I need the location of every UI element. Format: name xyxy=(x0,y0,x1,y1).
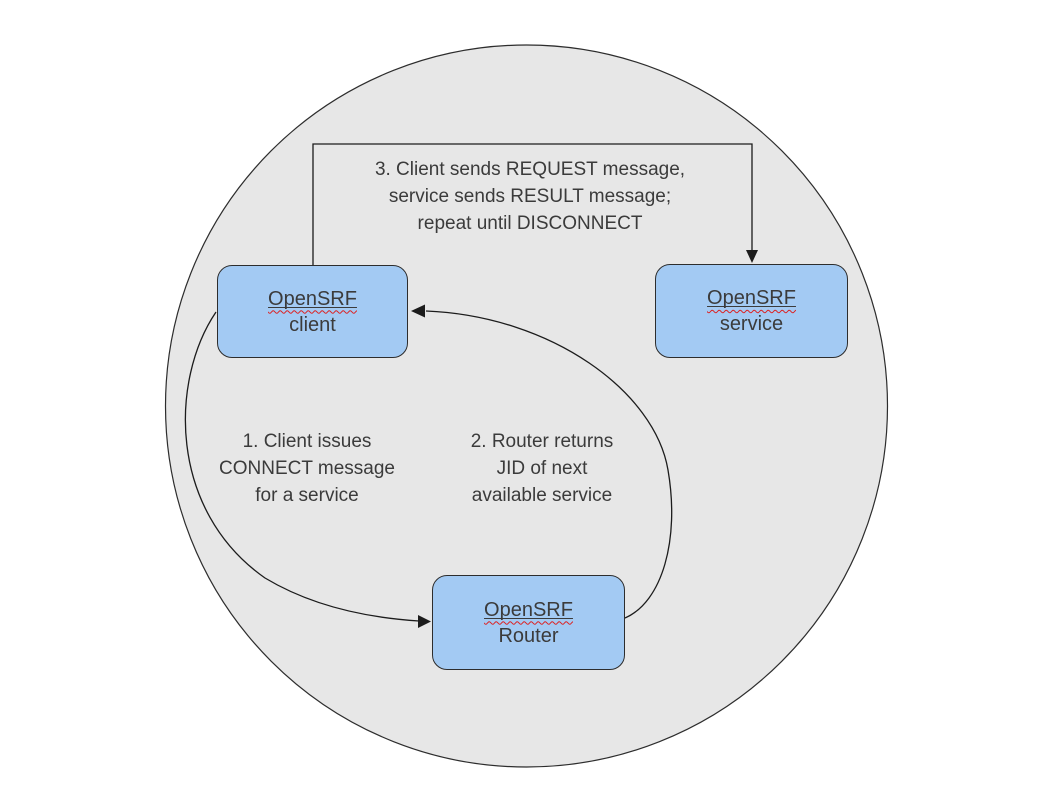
node-client-title-underline: OpenSRF xyxy=(268,286,357,312)
node-service-title-underline: OpenSRF xyxy=(707,285,796,311)
node-router-subtitle: Router xyxy=(498,624,559,647)
node-service-subtitle: service xyxy=(719,313,784,335)
step-3-label: 3. Client sends REQUEST message, service… xyxy=(374,159,686,234)
node-client-title: OpenSRF xyxy=(268,287,357,310)
node-client-subtitle: client xyxy=(289,313,336,336)
node-opensrf-service: OpenSRF service xyxy=(655,264,848,358)
node-service-title: OpenSRF xyxy=(707,287,796,309)
node-router-title-underline: OpenSRF xyxy=(484,597,573,623)
node-opensrf-router: OpenSRF Router xyxy=(432,575,625,670)
connector-router-to-client xyxy=(411,304,673,619)
connector-client-to-service xyxy=(312,143,758,265)
step-2-label: 2. Router returns JID of next available … xyxy=(470,431,614,506)
node-opensrf-client: OpenSRF client xyxy=(217,265,408,358)
connector-client-to-router xyxy=(184,311,431,628)
node-router-title: OpenSRF xyxy=(484,598,573,621)
arrowhead-into-router xyxy=(418,615,431,628)
system-boundary-circle xyxy=(164,44,889,768)
arrowhead-into-service xyxy=(746,250,758,263)
step-1-label: 1. Client issues CONNECT message for a s… xyxy=(219,431,395,506)
arrowhead-into-client xyxy=(411,304,425,318)
